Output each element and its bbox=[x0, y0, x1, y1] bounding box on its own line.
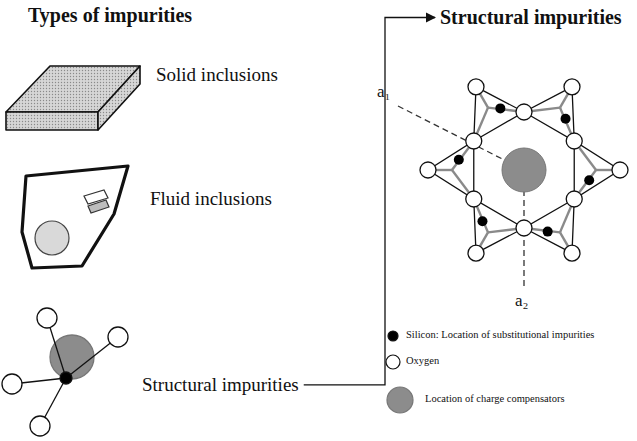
axis-label: a₂ bbox=[515, 291, 528, 311]
legend-text: Oxygen bbox=[406, 355, 439, 367]
oxygen-atom bbox=[466, 191, 482, 207]
oxygen-atom bbox=[566, 133, 582, 149]
legend-swatch bbox=[388, 331, 398, 341]
oxygen-atom bbox=[516, 104, 532, 120]
oxygen-atom bbox=[516, 220, 532, 236]
impurity-type-label: Fluid inclusions bbox=[150, 188, 272, 210]
oxygen-atom bbox=[564, 79, 580, 95]
solid-inclusion-crystal bbox=[6, 66, 140, 130]
charge-compensator bbox=[502, 148, 546, 192]
oxygen-atom bbox=[468, 245, 484, 261]
node-text: Structural impurities bbox=[142, 374, 299, 396]
oxygen-atom bbox=[564, 245, 580, 261]
silicate-ring bbox=[420, 79, 628, 261]
oxygen-atom bbox=[420, 162, 436, 178]
section-heading: Structural impurities bbox=[438, 4, 624, 31]
oxygen-atom bbox=[612, 162, 628, 178]
oxygen-atom bbox=[466, 133, 482, 149]
legend-text: Location of charge compensators bbox=[425, 393, 564, 405]
impurity-type-label: Solid inclusions bbox=[156, 64, 278, 86]
node-text: Structural impurities bbox=[440, 6, 622, 29]
legend-swatch bbox=[387, 387, 413, 413]
legend-swatch bbox=[386, 355, 400, 369]
axis-lines bbox=[398, 106, 524, 288]
fluid-inclusion bbox=[22, 166, 128, 268]
oxygen-atom bbox=[566, 191, 582, 207]
axis-label: a₁ bbox=[377, 82, 390, 102]
legend-text: Silicon: Location of substitutional impu… bbox=[406, 329, 594, 341]
oxygen-atom bbox=[468, 79, 484, 95]
tetrahedron bbox=[2, 308, 128, 436]
heading: Types of impurities bbox=[28, 4, 192, 27]
impurity-type-label: Structural impurities bbox=[140, 372, 301, 398]
